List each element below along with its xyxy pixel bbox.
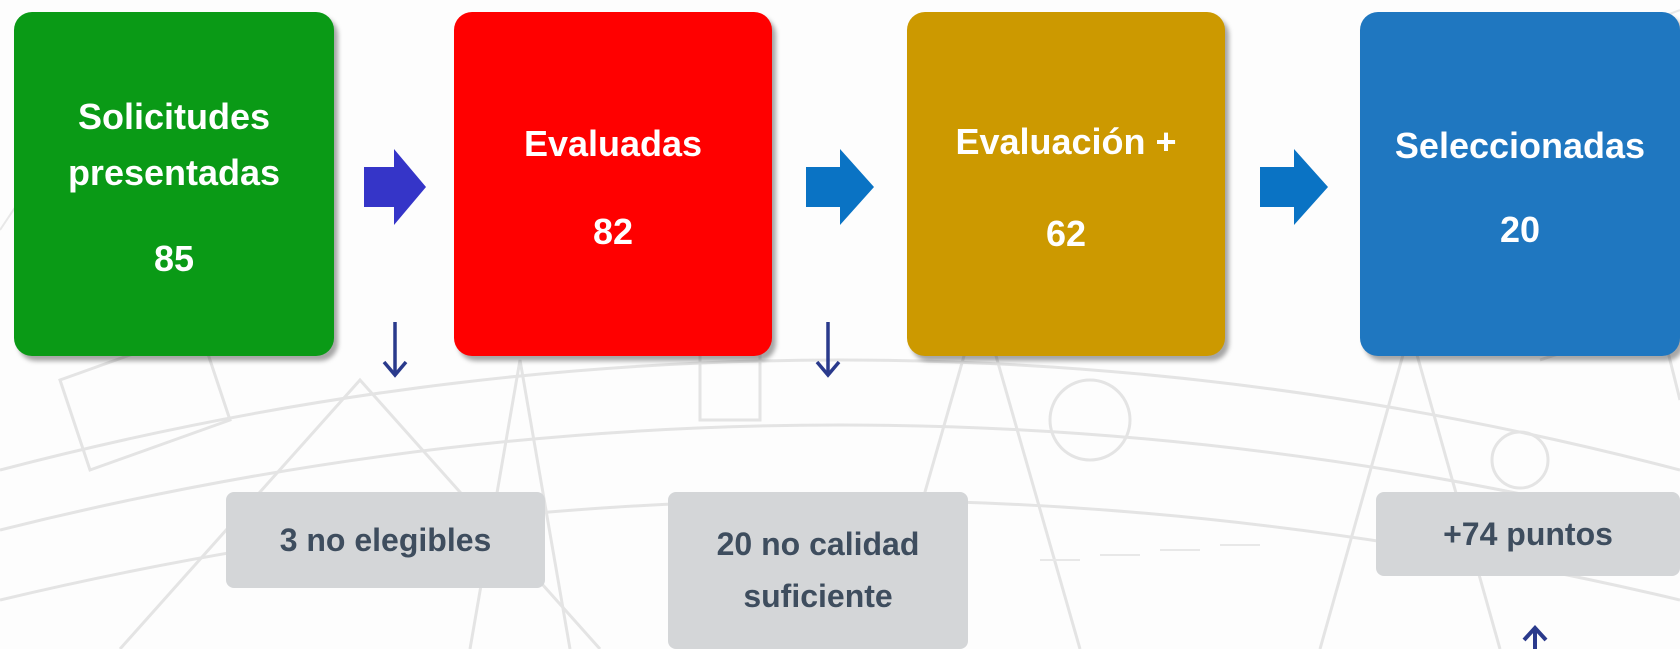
step-value: 20 — [1499, 209, 1541, 250]
note-text: 20 no calidad — [716, 526, 920, 562]
step-value: 62 — [1045, 213, 1087, 254]
note-text: +74 puntos — [1443, 516, 1613, 552]
note-puntos: +74 puntos — [1376, 492, 1680, 576]
step-value: 85 — [153, 238, 195, 279]
step-box-evaluacion-plus: Evaluación + 62 — [907, 12, 1225, 356]
right-arrow-icon — [806, 149, 874, 225]
step-box-seleccionadas: Seleccionadas 20 — [1360, 12, 1680, 356]
down-arrow-icon — [382, 322, 408, 378]
up-arrow-icon — [1522, 625, 1548, 649]
note-text-line2: suficiente — [743, 578, 893, 614]
step-box-evaluadas: Evaluadas 82 — [454, 12, 772, 356]
step-label-line2: presentadas — [67, 152, 281, 193]
note-no-elegibles: 3 no elegibles — [226, 492, 545, 588]
step-box-solicitudes: Solicitudes presentadas 85 — [14, 12, 334, 356]
step-label: Solicitudes — [77, 96, 271, 137]
note-no-calidad: 20 no calidad suficiente — [668, 492, 968, 649]
right-arrow-icon — [1260, 149, 1328, 225]
down-arrow-icon — [815, 322, 841, 378]
note-text: 3 no elegibles — [279, 522, 492, 558]
step-label: Seleccionadas — [1394, 125, 1646, 166]
right-arrow-icon — [364, 149, 426, 225]
step-value: 82 — [592, 211, 634, 252]
step-label: Evaluadas — [523, 123, 703, 164]
step-label: Evaluación + — [955, 121, 1177, 162]
